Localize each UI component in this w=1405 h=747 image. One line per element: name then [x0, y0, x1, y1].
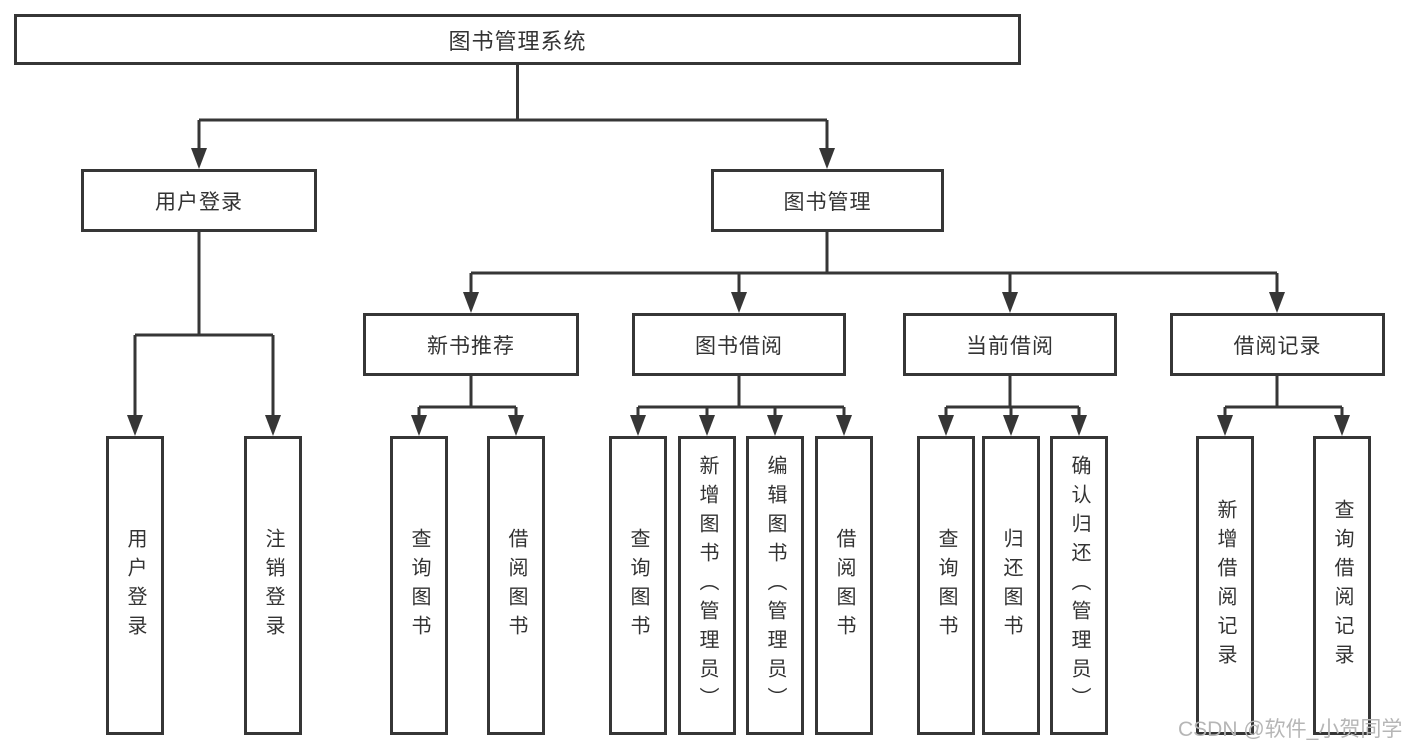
node-label: 新书推荐 — [427, 334, 515, 358]
node-label: 查询图书 — [935, 527, 957, 644]
node-label: 当前借阅 — [966, 334, 1054, 358]
node-book-borrow: 图书借阅 — [632, 313, 846, 376]
leaf-return-book: 归还图书 — [982, 436, 1040, 735]
node-label: 用户登录 — [124, 527, 146, 644]
leaf-borrow-book: 借阅图书 — [815, 436, 873, 735]
leaf-query-borrow-record: 查询借阅记录 — [1313, 436, 1371, 735]
node-label: 借阅图书 — [505, 527, 527, 644]
root-branch — [191, 65, 835, 169]
leaf-borrow-book-recommend: 借阅图书 — [487, 436, 545, 735]
node-user-login: 用户登录 — [81, 169, 317, 232]
leaf-edit-book-admin: 编辑图书（管理员） — [746, 436, 804, 735]
node-label: 归还图书 — [1000, 527, 1022, 644]
leaf-add-book-admin: 新增图书（管理员） — [678, 436, 736, 735]
node-book-management: 图书管理 — [711, 169, 944, 232]
book-borrow-branch — [630, 376, 852, 436]
node-label: 新增借阅记录 — [1214, 498, 1236, 673]
leaf-query-book-recommend: 查询图书 — [390, 436, 448, 735]
node-label: 编辑图书（管理员） — [764, 455, 786, 716]
leaf-confirm-return-admin: 确认归还（管理员） — [1050, 436, 1108, 735]
node-label: 查询借阅记录 — [1331, 498, 1353, 673]
node-borrow-record: 借阅记录 — [1170, 313, 1385, 376]
leaf-logout: 注销登录 — [244, 436, 302, 735]
leaf-user-login: 用户登录 — [106, 436, 164, 735]
node-label: 图书借阅 — [695, 334, 783, 358]
node-current-borrow: 当前借阅 — [903, 313, 1117, 376]
watermark-text: CSDN @软件_小贺同学 — [1178, 718, 1403, 741]
node-label: 借阅图书 — [833, 527, 855, 644]
current-borrow-branch — [938, 376, 1087, 436]
node-label: 查询图书 — [627, 527, 649, 644]
node-label: 查询图书 — [408, 527, 430, 644]
leaf-query-book-current: 查询图书 — [917, 436, 975, 735]
node-label: 新增图书（管理员） — [696, 455, 718, 716]
book-management-branch — [463, 232, 1285, 313]
new-book-recommend-branch — [411, 376, 524, 436]
leaf-add-borrow-record: 新增借阅记录 — [1196, 436, 1254, 735]
node-library-management-system: 图书管理系统 — [14, 14, 1021, 65]
borrow-record-branch — [1217, 376, 1350, 436]
node-new-book-recommend: 新书推荐 — [363, 313, 579, 376]
node-label: 图书管理 — [783, 190, 872, 214]
node-label: 确认归还（管理员） — [1068, 455, 1090, 716]
node-label: 注销登录 — [262, 527, 284, 644]
node-label: 借阅记录 — [1233, 334, 1322, 358]
leaf-query-book-borrow: 查询图书 — [609, 436, 667, 735]
node-label: 图书管理系统 — [448, 28, 587, 54]
user-login-branch — [127, 232, 281, 436]
node-label: 用户登录 — [155, 190, 243, 214]
